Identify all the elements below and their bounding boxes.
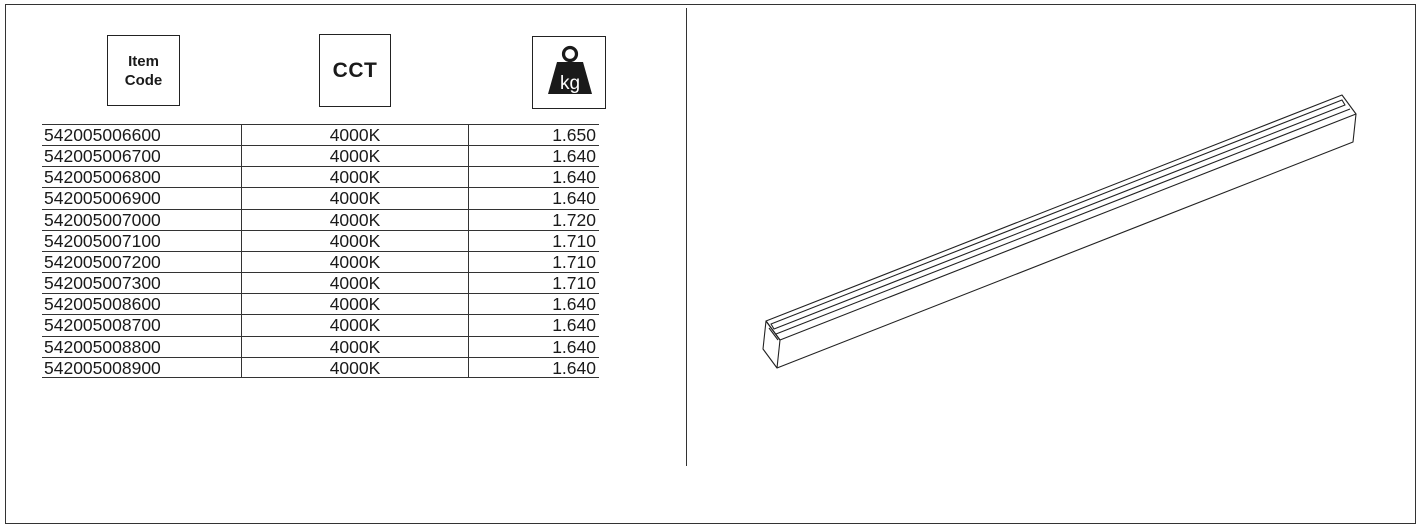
item-code-cell: 542005006600 xyxy=(42,125,242,146)
weight-icon-label: kg xyxy=(560,73,580,94)
weight-cell: 1.710 xyxy=(552,251,596,272)
column-divider xyxy=(686,8,687,466)
weight-cell: 1.640 xyxy=(552,315,596,336)
cct-cell: 4000K xyxy=(242,167,469,188)
weight-cell: 1.650 xyxy=(552,125,596,145)
weight-cell: 1.640 xyxy=(552,188,596,209)
cct-header: CCT xyxy=(319,34,391,107)
cct-cell: 4000K xyxy=(242,336,469,357)
item-code-cell: 542005008700 xyxy=(42,315,242,336)
weight-cell: 1.640 xyxy=(552,167,596,188)
item-code-header-line1: Item xyxy=(128,52,159,70)
item-code-header: Item Code xyxy=(107,35,180,106)
cct-cell: 4000K xyxy=(242,188,469,209)
weight-cell: 1.640 xyxy=(552,294,596,315)
item-code-cell: 542005006900 xyxy=(42,188,242,209)
weight-kg-icon: kg xyxy=(548,45,592,94)
item-code-cell: 542005007200 xyxy=(42,251,242,273)
weight-cell: 1.710 xyxy=(552,230,596,251)
cct-cell: 4000K xyxy=(242,294,469,315)
weight-cell: 1.710 xyxy=(552,273,596,294)
cct-cell: 4000K xyxy=(242,230,469,251)
item-code-cell: 542005006700 xyxy=(42,146,242,167)
cct-cell: 4000K xyxy=(242,251,469,273)
weight-cell: 1.720 xyxy=(552,209,596,230)
item-code-cell: 542005007100 xyxy=(42,230,242,251)
weight-cell: 1.640 xyxy=(552,336,596,357)
cct-header-label: CCT xyxy=(332,58,378,82)
cct-cell: 4000K xyxy=(242,209,469,230)
item-code-cell: 542005008900 xyxy=(42,357,242,378)
item-code-header-line2: Code xyxy=(124,71,163,89)
item-code-cell: 542005008600 xyxy=(42,294,242,315)
item-code-cell: 542005006800 xyxy=(42,167,242,188)
item-code-cell: 542005008800 xyxy=(42,336,242,357)
item-code-cell: 542005007300 xyxy=(42,273,242,294)
cct-cell: 4000K xyxy=(242,125,469,146)
cct-cell: 4000K xyxy=(242,273,469,294)
item-code-cell: 542005007000 xyxy=(42,209,242,230)
linear-profile-drawing xyxy=(762,94,1357,369)
weight-header: kg xyxy=(532,36,606,109)
cct-cell: 4000K xyxy=(242,357,469,378)
cct-cell: 4000K xyxy=(242,146,469,167)
cct-cell: 4000K xyxy=(242,315,469,336)
weight-cell: 1.640 xyxy=(552,357,596,378)
weight-cell: 1.640 xyxy=(552,146,596,167)
